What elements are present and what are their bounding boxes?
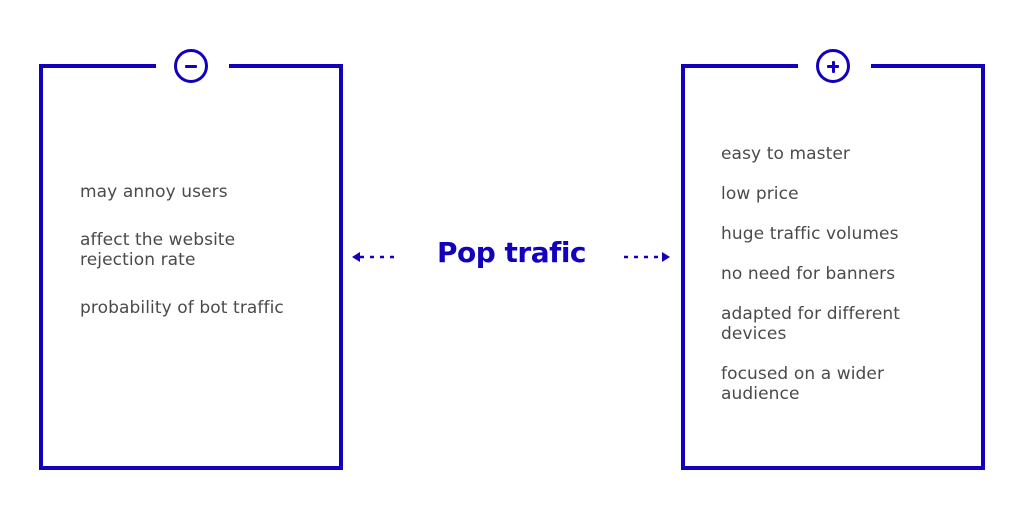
pros-item: adapted for different devices: [721, 304, 901, 344]
pros-box: easy to master low price huge traffic vo…: [681, 49, 985, 470]
diagram-title: Pop trafic: [437, 236, 587, 269]
pros-list: easy to master low price huge traffic vo…: [721, 144, 961, 424]
plus-circle-icon: [816, 49, 850, 83]
cons-item: affect the website rejection rate: [80, 230, 236, 270]
cons-box: may annoy users affect the website rejec…: [39, 49, 343, 470]
cons-item: may annoy users: [80, 182, 228, 202]
cons-item: probability of bot traffic: [80, 298, 284, 318]
dashed-arrow-left-icon: [352, 252, 398, 262]
pros-item: no need for banners: [721, 264, 896, 284]
dashed-arrow-right-icon: [624, 252, 670, 262]
pros-item: low price: [721, 184, 799, 204]
minus-circle-icon: [174, 49, 208, 83]
pros-item: easy to master: [721, 144, 851, 164]
pros-item: focused on a wider audience: [721, 364, 885, 404]
cons-list: may annoy users affect the website rejec…: [80, 182, 310, 346]
pros-item: huge traffic volumes: [721, 224, 899, 244]
